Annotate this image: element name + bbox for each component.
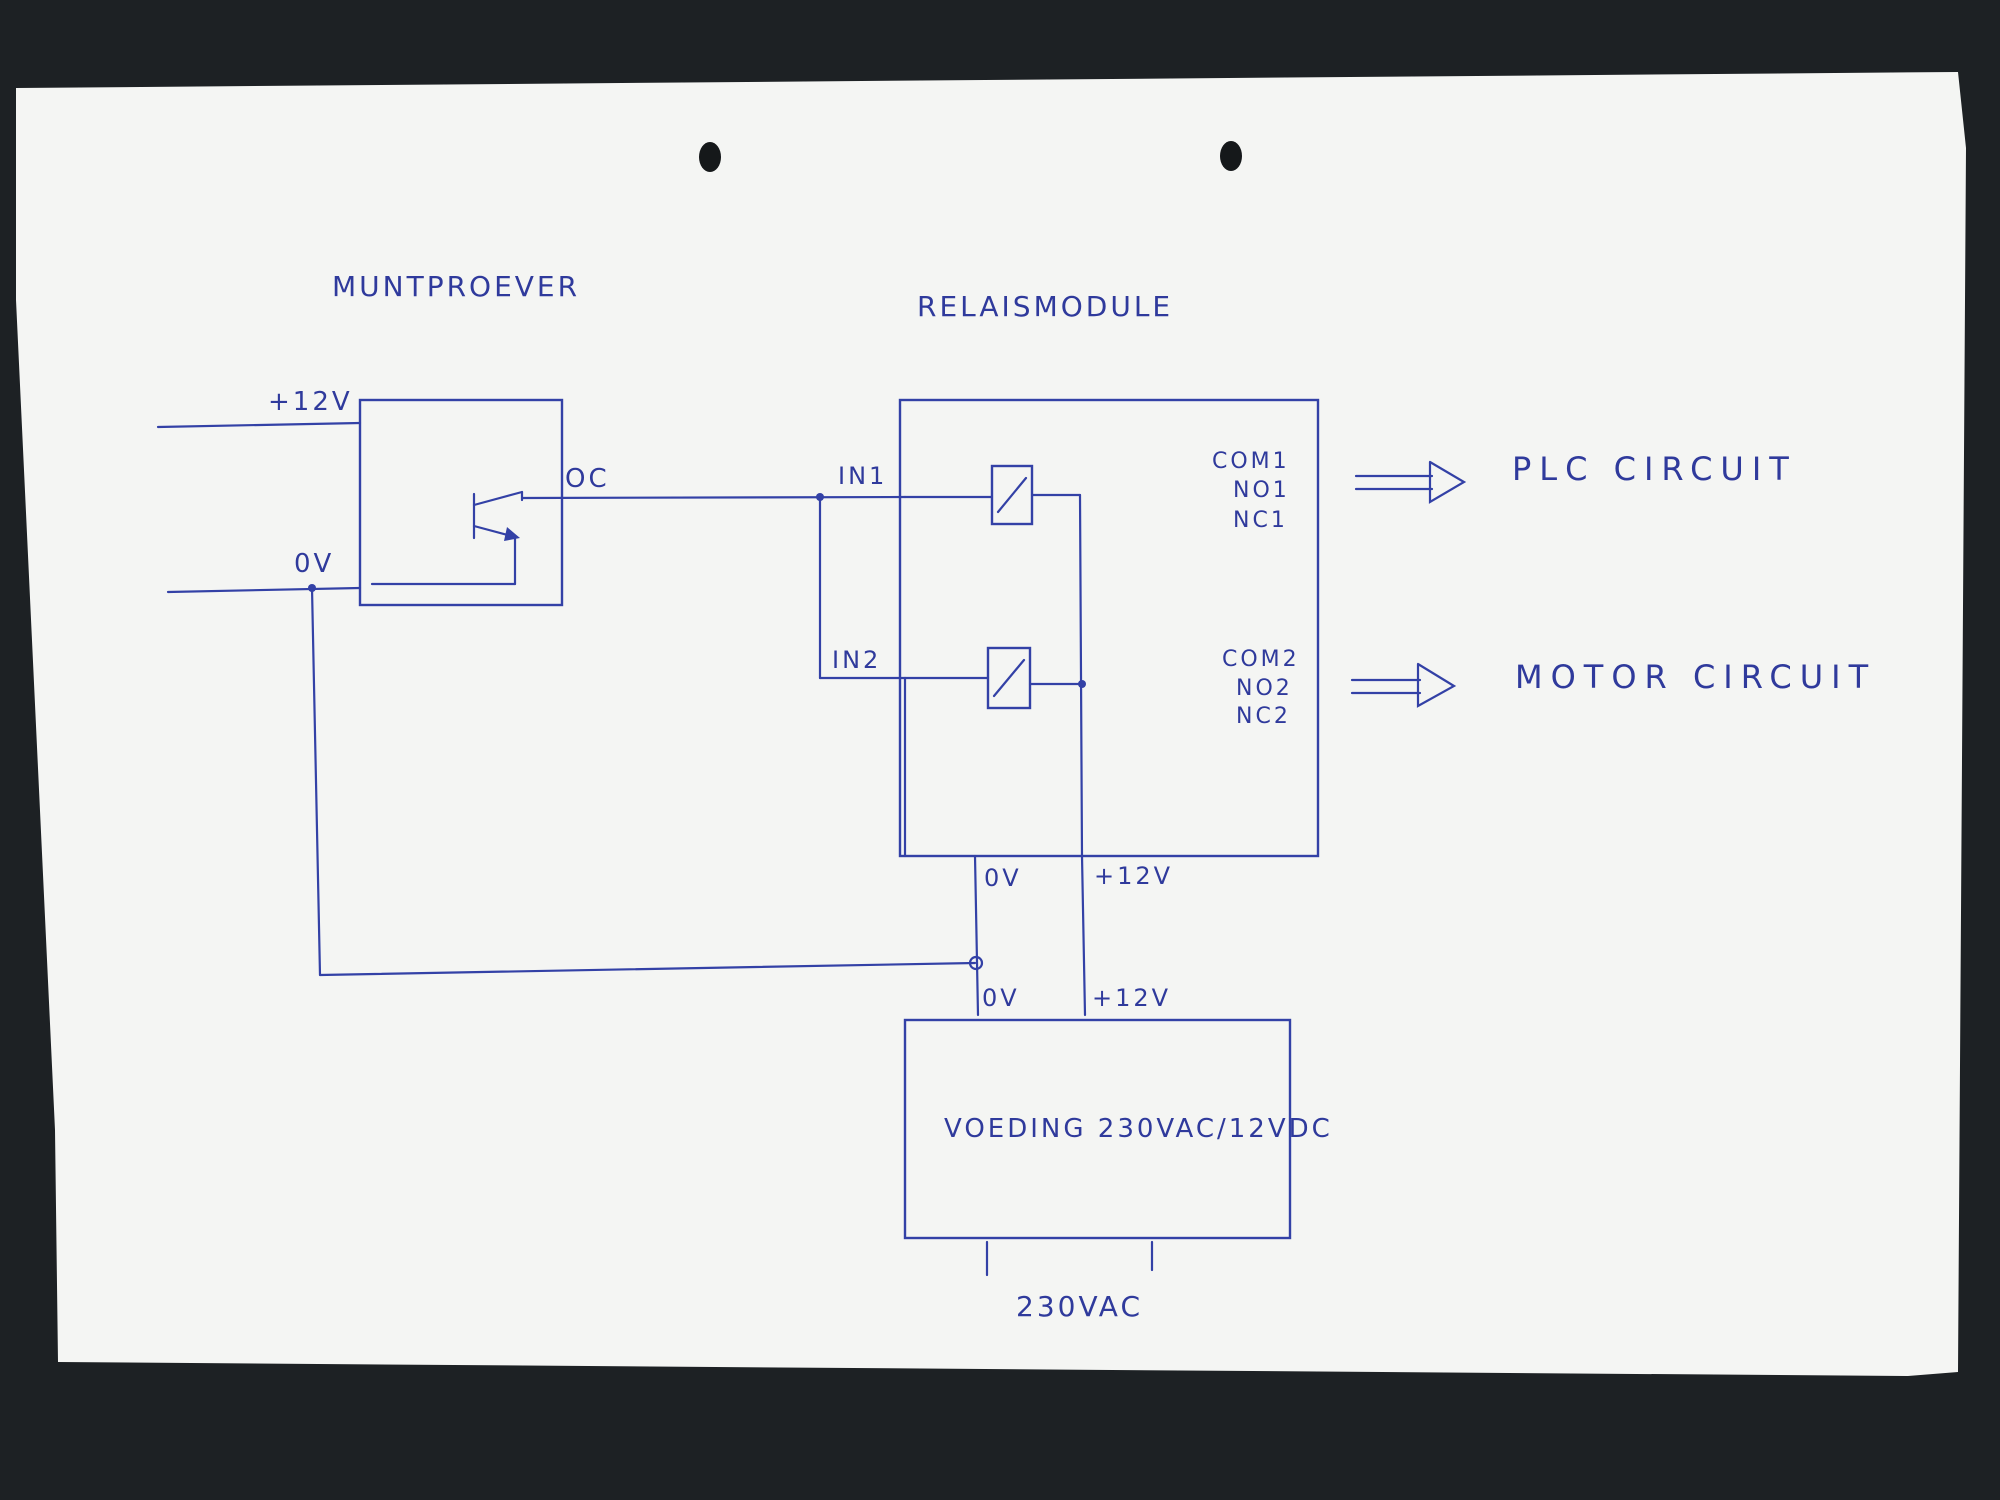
ground-wire-bottom bbox=[318, 961, 977, 977]
coin-acceptor-title: MUNTPROEVER bbox=[332, 270, 580, 303]
relay2-contact-no: NO2 bbox=[1236, 676, 1293, 701]
relay-coil-2 bbox=[903, 646, 1086, 710]
coin-acceptor-supply-label: +12V bbox=[268, 387, 353, 417]
punch-hole-left bbox=[699, 142, 721, 172]
supply-wire-in bbox=[156, 421, 362, 429]
coin-acceptor-output-label: OC bbox=[565, 464, 610, 494]
coin-acceptor-ground-label: 0V bbox=[294, 549, 334, 579]
plc-output: PLC CIRCUIT bbox=[1354, 450, 1797, 504]
ground-wire-down bbox=[310, 586, 322, 977]
motor-arrow-icon bbox=[1350, 662, 1457, 708]
motor-output: MOTOR CIRCUIT bbox=[1350, 658, 1876, 708]
relay-module-box bbox=[898, 398, 1320, 858]
relay1-contact-nc: NC1 bbox=[1233, 508, 1288, 533]
mains-label: 230VAC bbox=[1016, 1290, 1143, 1323]
relay1-contact-com: COM1 bbox=[1212, 449, 1290, 474]
plc-arrow-icon bbox=[1354, 460, 1467, 504]
power-supply: 0V +12V VOEDING 230VAC/12VDC 230VAC bbox=[903, 984, 1333, 1323]
relay-in2-label: IN2 bbox=[832, 646, 881, 674]
relay-supply-drop bbox=[1080, 854, 1087, 1017]
relay2-contact-nc: NC2 bbox=[1236, 704, 1291, 729]
power-supply-title: VOEDING 230VAC/12VDC bbox=[944, 1114, 1333, 1144]
power-supply-box bbox=[903, 1018, 1292, 1240]
relay-module-supply-label: +12V bbox=[1094, 862, 1173, 890]
coin-acceptor: MUNTPROEVER +12V 0V OC bbox=[268, 270, 610, 607]
ground-junction-2 bbox=[968, 955, 984, 971]
relay2-contact-com: COM2 bbox=[1222, 647, 1300, 672]
relay-coil-1 bbox=[903, 464, 1084, 858]
ground-wire-in bbox=[166, 586, 362, 594]
power-supply-ground-label: 0V bbox=[982, 984, 1020, 1012]
relay-module-title: RELAISMODULE bbox=[917, 290, 1173, 323]
relay-in1-label: IN1 bbox=[838, 462, 887, 490]
punch-hole-right bbox=[1220, 141, 1242, 171]
paper-sheet bbox=[16, 72, 1966, 1376]
motor-circuit-label: MOTOR CIRCUIT bbox=[1515, 658, 1876, 696]
relay-module-ground-label: 0V bbox=[984, 864, 1022, 892]
relay-module: RELAISMODULE IN1 IN2 COM1 NO1 NC1 COM2 N… bbox=[832, 290, 1320, 892]
transistor-symbol bbox=[370, 490, 524, 586]
oc-signal-wire bbox=[520, 495, 907, 500]
relay1-contact-no: NO1 bbox=[1233, 478, 1290, 503]
plc-circuit-label: PLC CIRCUIT bbox=[1512, 450, 1797, 488]
power-supply-supply-label: +12V bbox=[1092, 984, 1171, 1012]
coin-acceptor-box bbox=[358, 398, 564, 607]
relay-ground-drop bbox=[973, 854, 980, 1017]
